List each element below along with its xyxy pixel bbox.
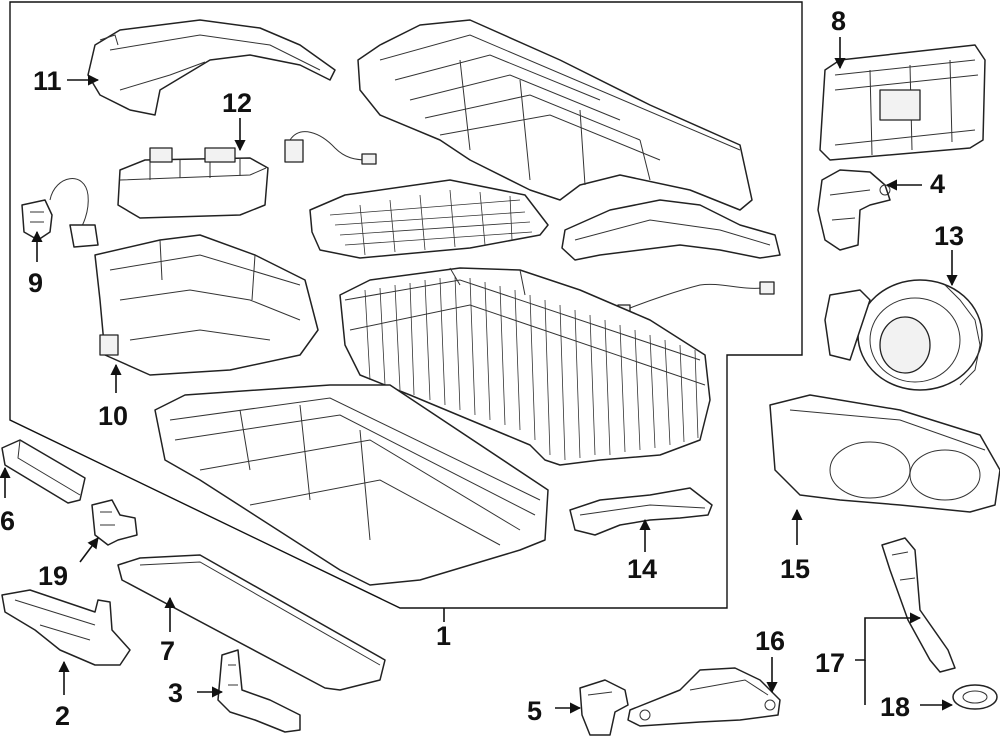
air-duct-right xyxy=(561,199,781,261)
part-13-blower-fan xyxy=(824,279,983,391)
upper-tray-frame xyxy=(309,179,549,259)
part-16-sensor-housing xyxy=(627,667,781,727)
callout-13: 13 xyxy=(934,221,964,251)
callout-17: 17 xyxy=(815,648,845,678)
callout-18: 18 xyxy=(880,692,910,722)
callout-1: 1 xyxy=(436,621,451,651)
callout-8: 8 xyxy=(831,6,846,36)
callout-labels: 11 12 9 10 8 4 13 6 19 7 14 15 1 2 3 5 1… xyxy=(0,6,964,731)
part-2-lower-bracket xyxy=(1,589,131,666)
callout-12: 12 xyxy=(222,88,252,118)
callout-7: 7 xyxy=(160,636,175,666)
callout-9: 9 xyxy=(28,268,43,298)
callout-19: 19 xyxy=(38,561,68,591)
callout-16: 16 xyxy=(755,626,785,656)
part-11-duct-cover xyxy=(87,19,336,116)
part-9-sensor-bracket xyxy=(21,178,99,248)
callout-11: 11 xyxy=(33,66,62,96)
callout-3: 3 xyxy=(168,678,183,708)
wire-harness-upper xyxy=(284,131,377,165)
part-6-support-bar xyxy=(1,439,86,504)
battery-top-cover xyxy=(357,19,753,211)
part-10-lower-bracket xyxy=(94,234,319,376)
callout-2: 2 xyxy=(55,701,70,731)
part-5-bracket xyxy=(579,679,629,736)
part-8-control-unit xyxy=(819,44,986,161)
assembly-frame xyxy=(9,1,803,609)
leader-lines xyxy=(0,37,958,714)
part-12-junction-block xyxy=(117,147,269,219)
part-18-grommet xyxy=(952,684,998,710)
part-7-cover-plate xyxy=(117,554,386,691)
callout-14: 14 xyxy=(627,554,657,584)
battery-module-stack xyxy=(339,267,711,466)
part-3-lower-bracket xyxy=(217,649,301,733)
battery-lower-tray xyxy=(154,384,549,586)
callout-6: 6 xyxy=(0,506,15,536)
part-17-duct-tube xyxy=(881,537,956,673)
callout-5: 5 xyxy=(527,696,542,726)
wire-lead-right xyxy=(617,281,775,316)
callout-10: 10 xyxy=(98,401,128,431)
part-4-bracket xyxy=(817,169,891,251)
part-15-duct-housing xyxy=(769,394,1000,513)
callout-4: 4 xyxy=(930,169,945,199)
part-19-clip xyxy=(91,499,138,546)
part-14-bracket xyxy=(569,487,713,536)
callout-15: 15 xyxy=(780,554,810,584)
